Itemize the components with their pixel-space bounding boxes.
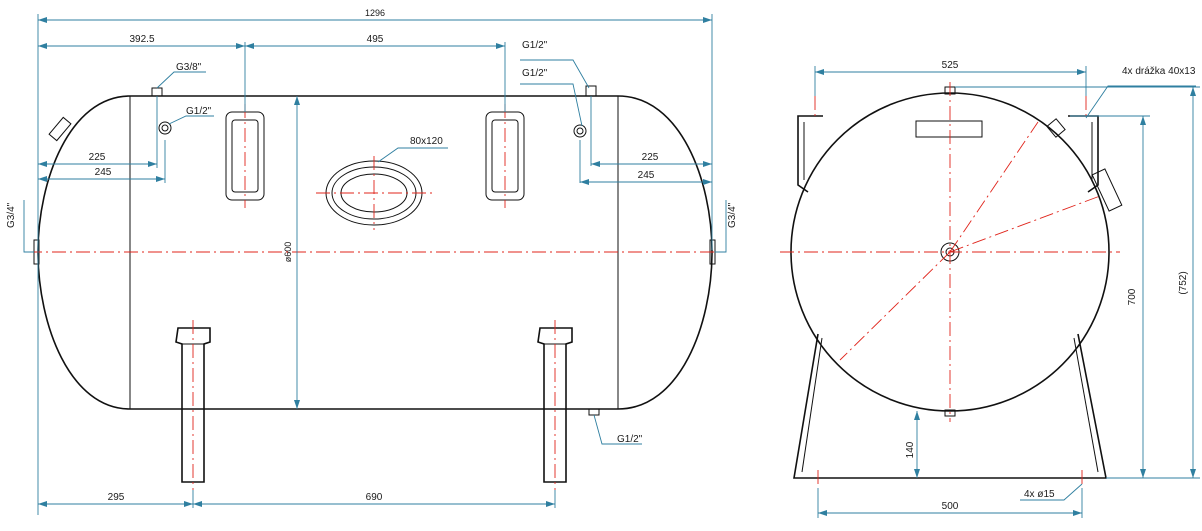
dim-495: 495 (367, 34, 384, 45)
end-view-angled-nozzle (1046, 118, 1066, 138)
bottom-drain (588, 408, 600, 416)
dim-right-245: 245 (638, 170, 655, 181)
callout-bottom-g1-2: G1/2" (617, 434, 643, 445)
top-right-nozzle (585, 85, 597, 97)
callout-top-right-g1-2: G1/2" (522, 40, 548, 51)
dim-525: 525 (942, 60, 959, 71)
callout-left-g1-2: G1/2" (186, 106, 212, 117)
callout-manhole: 80x120 (410, 136, 443, 147)
dim-left-225: 225 (89, 152, 106, 163)
end-view-side-nozzle (1091, 168, 1123, 212)
callout-right-g3-4: G3/4" (727, 202, 738, 228)
top-left-nozzle (151, 87, 163, 97)
callout-g3-8: G3/8" (176, 62, 202, 73)
dim-752: (752) (1178, 271, 1189, 294)
end-view-bottom-drain (944, 409, 956, 417)
tank-shell (37, 95, 713, 410)
left-head-nozzle (48, 116, 72, 142)
dim-500: 500 (942, 501, 959, 512)
end-view-dimensions (814, 66, 1200, 518)
callout-left-g3-4: G3/4" (6, 202, 17, 228)
dim-690: 690 (366, 492, 383, 503)
right-small-port (573, 124, 587, 138)
dim-295: 295 (108, 492, 125, 503)
end-view: 525 700 (752) 140 500 4x drážka 40x13 4x… (780, 60, 1200, 518)
side-dimensions (23, 14, 727, 515)
dim-392-5: 392.5 (129, 34, 154, 45)
end-view-support (793, 115, 1107, 479)
dim-left-245: 245 (95, 167, 112, 178)
callout-grooves: 4x drážka 40x13 (1122, 66, 1196, 77)
end-view-inspection (915, 120, 983, 138)
callout-holes: 4x ø15 (1024, 489, 1055, 500)
dim-diameter: ø600 (283, 242, 293, 263)
dim-right-225: 225 (642, 152, 659, 163)
dim-700: 700 (1127, 288, 1138, 305)
dim-overall-length: 1296 (365, 8, 385, 18)
dim-140: 140 (905, 441, 916, 458)
callout-right-port-g1-2: G1/2" (522, 68, 548, 79)
left-small-port (158, 121, 172, 135)
side-view: 1296 392.5 495 225 245 225 245 ø600 295 … (6, 8, 738, 515)
